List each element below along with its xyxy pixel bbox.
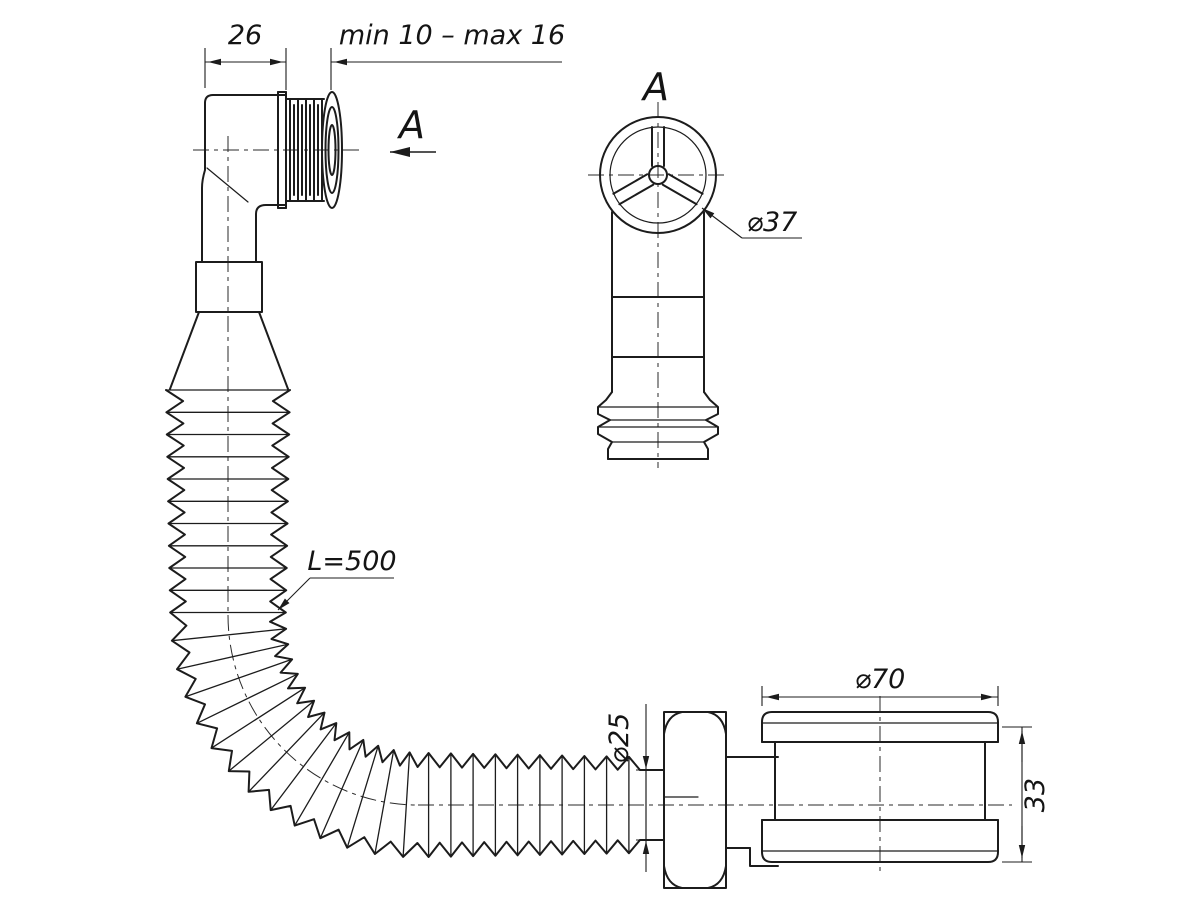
hose-collar <box>195 261 263 313</box>
barb-right-profile <box>703 391 719 460</box>
thread-section <box>289 98 323 202</box>
dim-33-text: 33 <box>1020 778 1051 812</box>
hose-ridge-line <box>346 745 379 849</box>
view-a-label: A <box>640 65 669 109</box>
nut-chamfer-bl <box>663 865 683 889</box>
dim-33: 33 <box>1002 726 1051 863</box>
hose-ridge-line <box>210 687 306 749</box>
nut-chamfer-tr <box>707 711 727 735</box>
view-a-rosette <box>599 116 717 234</box>
dimensions: 26 min 10 – max 16 A A ⌀37 L=500 <box>204 20 1051 872</box>
dim-d70: ⌀70 <box>761 664 999 706</box>
dim-d37-text: ⌀37 <box>747 207 798 238</box>
rosette-outer-circle <box>599 116 717 234</box>
barb-left-profile <box>597 391 613 460</box>
hose-taper-right <box>258 311 289 390</box>
hose-ridge-line <box>171 628 287 642</box>
elbow-left-edge <box>201 102 206 263</box>
tailpipe <box>725 756 779 867</box>
hose-ridge-line <box>176 643 289 670</box>
nut-chamfer-br <box>707 865 727 889</box>
hose-ridge-line <box>374 749 395 855</box>
hose-outer-edge <box>165 389 641 858</box>
dim-thread-range: min 10 – max 16 <box>330 20 565 90</box>
hose-ridge-line <box>196 673 299 724</box>
hose-ridge-line <box>184 658 293 698</box>
rosette-spoke-line <box>618 183 655 206</box>
dim-d25-text: ⌀25 <box>604 713 635 764</box>
hose-inner-edge <box>269 389 641 771</box>
hose-ridge-line <box>294 731 350 827</box>
flange-washer-inner <box>327 124 337 176</box>
rosette-hub <box>648 165 668 185</box>
leader-line <box>701 207 743 239</box>
dim-26-text: 26 <box>228 20 262 51</box>
dim-thread-range-text: min 10 – max 16 <box>339 20 565 51</box>
flange-top-plate <box>761 711 999 743</box>
rosette-spokes <box>612 126 704 206</box>
section-arrow: A <box>390 103 436 157</box>
elbow-seam-line <box>206 167 249 203</box>
dim-l500: L=500 <box>277 546 397 611</box>
hose-ridge-line <box>228 700 315 772</box>
flange-washer-mid <box>324 106 340 194</box>
leader-line <box>277 577 311 611</box>
union-nut <box>663 711 727 889</box>
corrugated-hose <box>165 389 641 858</box>
section-arrow-text: A <box>396 103 425 147</box>
hose-ridge-line <box>319 739 364 839</box>
flange-bottom-plate <box>761 819 999 863</box>
rosette-spoke-line <box>667 173 704 195</box>
dim-d70-text: ⌀70 <box>855 664 906 695</box>
rosette-inner-circle <box>609 126 707 224</box>
elbow-corner-arc <box>204 94 214 104</box>
dim-d37: ⌀37 <box>701 207 802 239</box>
rosette-spoke-line <box>661 183 698 206</box>
nut-chamfer-tl <box>663 711 683 735</box>
drain-flange <box>761 711 999 863</box>
view-a-body <box>597 211 719 460</box>
nut-body <box>663 711 727 889</box>
rosette-spoke-line <box>612 173 649 195</box>
flange-washer-outer <box>321 91 343 209</box>
dim-d25: ⌀25 <box>604 704 660 872</box>
hose-ridge-line <box>247 711 326 793</box>
dim-l500-text: L=500 <box>307 546 396 577</box>
tailpipe-step <box>749 847 779 867</box>
elbow-fitting <box>169 91 343 390</box>
elbow-inner-edge <box>255 204 287 263</box>
hose-taper-left <box>169 311 200 390</box>
hose-ridge-line <box>270 722 337 811</box>
hose-ridge-line <box>402 751 411 858</box>
dim-26: 26 <box>204 20 287 90</box>
